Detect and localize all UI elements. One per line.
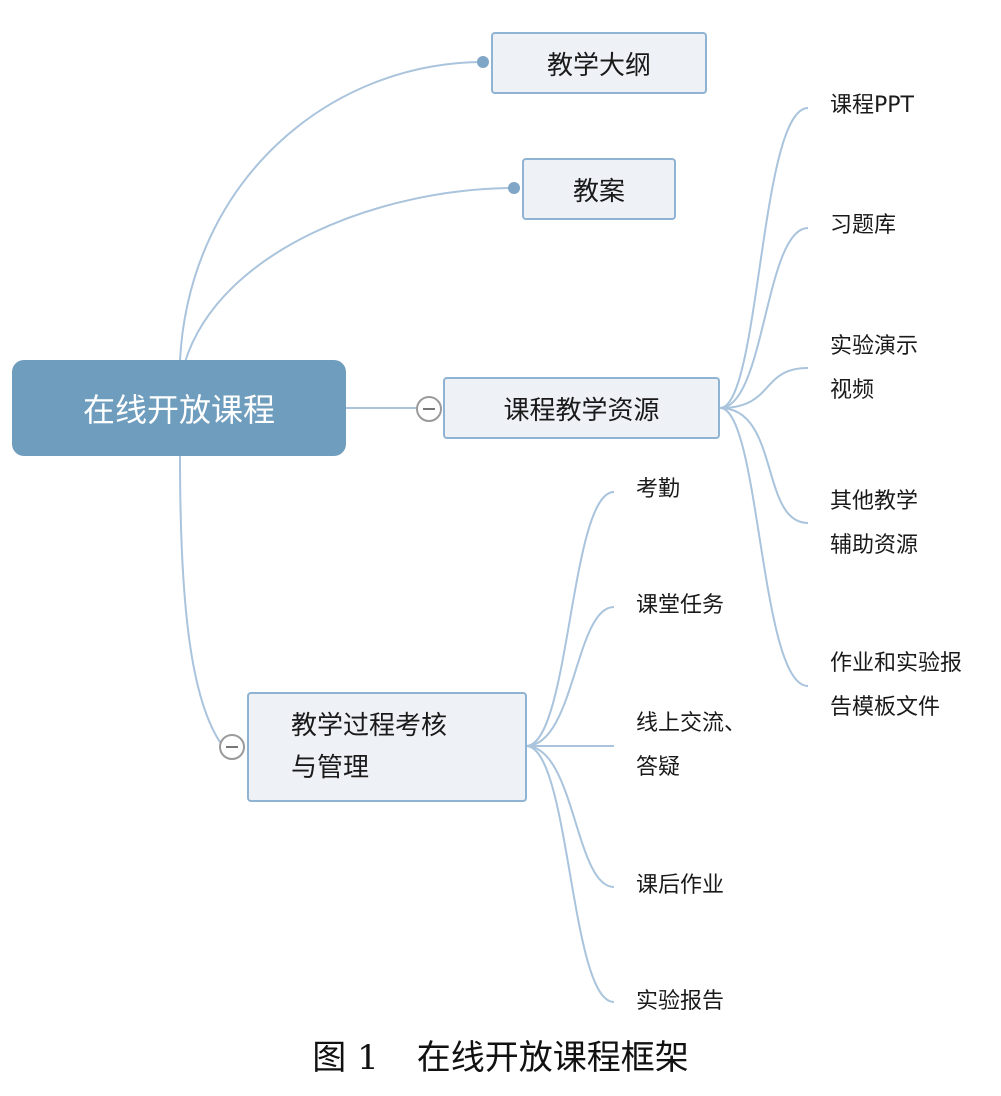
link-res-templates (719, 407, 809, 687)
leaf-homework[interactable]: 课后作业 (636, 864, 724, 908)
branch-label: 教案 (572, 176, 625, 207)
branch-node-assessment[interactable]: 教学过程考核 与管理 (247, 692, 527, 802)
link-res-ppt (719, 107, 809, 409)
leaf-line: 课后作业 (636, 873, 725, 898)
leaf-line: 习题库 (830, 213, 897, 238)
connector-dot-lesson-plan (508, 182, 520, 194)
root-label: 在线开放课程 (82, 391, 275, 429)
root-node[interactable]: 在线开放课程 (12, 360, 346, 456)
branch-node-resources[interactable]: 课程教学资源 (443, 377, 720, 439)
leaf-line: 作业和实验报 (830, 651, 963, 676)
leaf-line: 告模板文件 (830, 695, 941, 720)
branch-label-block: 教学过程考核 与管理 (291, 705, 447, 789)
link-root-assessment (179, 455, 223, 746)
mind-map: 在线开放课程 教学大纲 教案 课程教学资源 教学过程考核 与管理 课程PPT 习… (12, 32, 962, 1024)
leaf-line: 课程PPT (830, 93, 914, 118)
leaf-line: 实验演示 (830, 334, 919, 359)
branch-label-line: 教学过程考核 (291, 711, 448, 741)
collapse-assessment-icon[interactable] (219, 734, 245, 760)
link-root-syllabus (179, 61, 485, 361)
leaf-line: 答疑 (636, 755, 681, 780)
leaf-line: 课堂任务 (636, 593, 725, 618)
link-res-exercises (719, 227, 809, 409)
leaf-lab-report[interactable]: 实验报告 (636, 980, 724, 1024)
link-ass-report (525, 745, 615, 1003)
branch-node-syllabus[interactable]: 教学大纲 (491, 32, 707, 94)
leaf-line: 线上交流、 (636, 711, 747, 736)
figure-number: 图 1 (312, 1038, 379, 1078)
figure-title: 在线开放课程框架 (416, 1038, 689, 1078)
branch-label-line: 与管理 (291, 753, 370, 783)
leaf-course-ppt[interactable]: 课程PPT (830, 84, 914, 128)
leaf-line: 其他教学 (830, 489, 919, 514)
connector-lines (179, 61, 809, 1003)
leaf-line: 考勤 (636, 477, 681, 502)
leaf-templates[interactable]: 作业和实验报 告模板文件 (830, 642, 962, 730)
leaf-other-resources[interactable]: 其他教学 辅助资源 (830, 480, 918, 568)
leaf-line: 视频 (830, 378, 875, 403)
branch-label: 教学大纲 (546, 50, 651, 81)
leaf-attendance[interactable]: 考勤 (636, 468, 680, 512)
connector-dot-syllabus (477, 56, 489, 68)
link-ass-homework (525, 745, 615, 888)
branch-label: 课程教学资源 (503, 395, 660, 426)
leaf-line: 辅助资源 (830, 533, 919, 558)
leaf-demo-video[interactable]: 实验演示 视频 (830, 325, 918, 413)
branch-node-lesson-plan[interactable]: 教案 (522, 158, 676, 220)
leaf-line: 实验报告 (636, 989, 725, 1014)
figure-caption: 图 1 在线开放课程框架 (0, 1030, 1001, 1090)
collapse-resources-icon[interactable] (416, 396, 442, 422)
leaf-exercise-bank[interactable]: 习题库 (830, 204, 896, 248)
link-ass-classtask (525, 606, 615, 747)
leaf-online-discussion[interactable]: 线上交流、 答疑 (636, 702, 746, 790)
link-ass-attendance (525, 491, 615, 747)
link-res-other (719, 407, 809, 524)
link-root-lesson-plan (184, 187, 517, 363)
leaf-class-task[interactable]: 课堂任务 (636, 584, 724, 628)
link-res-video (719, 367, 809, 409)
